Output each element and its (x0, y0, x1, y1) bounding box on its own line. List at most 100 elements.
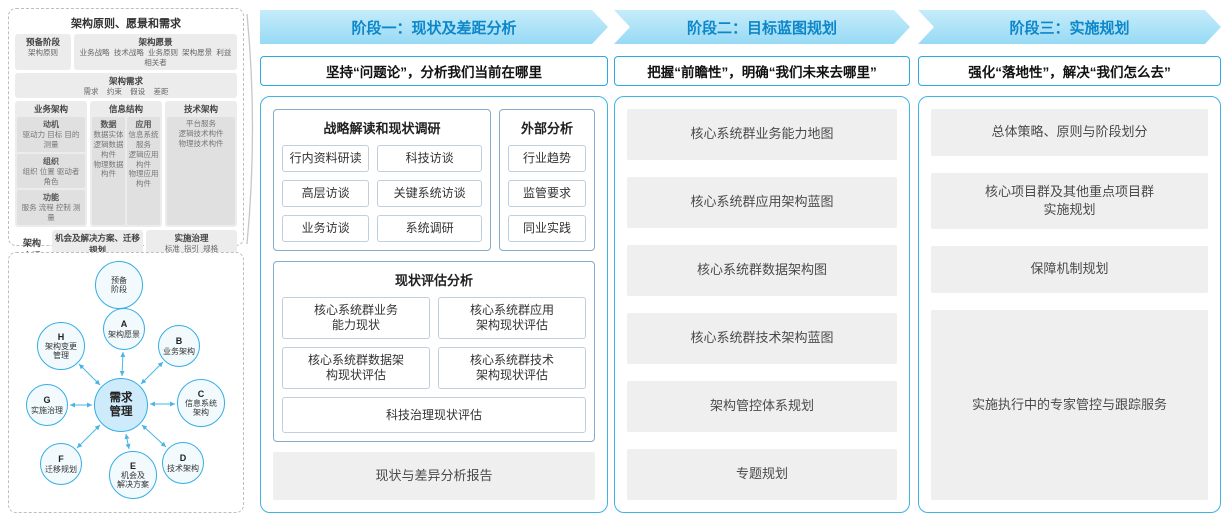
adm-node-a-label: 架构愿景 (108, 329, 140, 339)
adm-node-f: F 迁移规划 (40, 443, 82, 485)
phase-3-body: 总体策略、原则与阶段划分 核心项目群及其他重点项目群 实施规划 保障机制规划 实… (918, 96, 1221, 513)
architecture-vision-title: 架构愿景 (138, 37, 173, 47)
deliverable-box: 总体策略、原则与阶段划分 (931, 109, 1208, 156)
adm-node-f-label: 迁移规划 (45, 464, 77, 474)
assessment-box: 现状评估分析 核心系统群业务 能力现状 核心系统群应用 架构现状评估 核心系统群… (273, 261, 595, 442)
adm-node-e-label: 机会及 解决方案 (117, 470, 149, 490)
phase-2-header: 阶段二：目标蓝图规划 (614, 10, 910, 44)
assessment-grid: 核心系统群业务 能力现状 核心系统群应用 架构现状评估 核心系统群数据架 构现状… (282, 297, 586, 389)
deliverable-box: 保障机制规划 (931, 246, 1208, 293)
data-text: 数据实体 逻辑数据构件 物理数据构件 (93, 130, 124, 179)
architecture-domains-row: 业务架构 动机 驱动力 目标 目的 测量 组织 组织 位置 驱动者 角色 功能 … (15, 101, 237, 227)
adm-node-f-letter: F (58, 454, 64, 465)
adm-node-b-letter: B (175, 336, 183, 347)
deliverable-box: 核心项目群及其他重点项目群 实施规划 (931, 173, 1208, 229)
application-box: 应用 信息系统服务 逻辑应用构件 物理应用构件 (127, 117, 160, 225)
technical-components-box: 平台服务 逻辑技术构件 物理技术构件 (167, 117, 235, 225)
adm-node-b-label: 业务架构 (163, 346, 195, 356)
gap-analysis-report-box: 现状与差异分析报告 (273, 452, 595, 500)
application-title: 应用 (135, 120, 152, 130)
activity-item: 核心系统群应用 架构现状评估 (438, 297, 586, 339)
architecture-requirements-title: 架构需求 (108, 75, 143, 86)
activity-item: 系统调研 (377, 215, 482, 242)
panel-bracket (246, 13, 254, 245)
phase-1-header: 阶段一：现状及差距分析 (260, 10, 608, 44)
activity-item: 关键系统访谈 (377, 180, 482, 207)
adm-node-h-letter: H (57, 331, 65, 342)
deliverable-box: 核心系统群应用架构蓝图 (627, 177, 897, 228)
phase-2-subtitle: 把握“前瞻性”，明确“我们未来去哪里” (614, 56, 910, 86)
organization-box: 组织 组织 位置 驱动者 角色 (17, 153, 85, 189)
adm-node-e: E 机会及 解决方案 (109, 451, 157, 499)
deliverable-box: 架构管控体系规划 (627, 381, 897, 432)
technical-architecture-column: 技术架构 平台服务 逻辑技术构件 物理技术构件 (165, 101, 237, 227)
adm-node-h-label: 架构变更 管理 (45, 341, 77, 361)
architecture-requirements-text: 需求 约束 假设 差距 (83, 86, 169, 96)
adm-node-b: B 业务架构 (158, 325, 200, 367)
framework-panel-title: 架构原则、愿景和需求 (71, 18, 181, 30)
activity-item: 业务访谈 (282, 215, 370, 242)
adm-node-g-label: 实施治理 (31, 405, 63, 415)
adm-node-g: G 实施治理 (26, 384, 68, 426)
data-application-row: 数据 数据实体 逻辑数据构件 物理数据构件 应用 信息系统服务 逻辑应用构件 物… (92, 117, 160, 225)
phase-1-top-row: 战略解读和现状调研 行内资料研读 科技访谈 高层访谈 关键系统访谈 业务访谈 系… (273, 109, 595, 251)
implementation-governance-title: 实施治理 (174, 232, 209, 243)
adm-cycle-diagram: 预备 阶段 A 架构愿景 B 业务架构 C 信息系统 架构 D 技术架构 E 机… (8, 252, 244, 513)
strategy-research-title: 战略解读和现状调研 (323, 121, 441, 136)
information-structure-column: 信息结构 数据 数据实体 逻辑数据构件 物理数据构件 应用 信息系统服务 逻辑应… (90, 101, 162, 227)
organization-title: 组织 (43, 156, 59, 166)
adm-node-prep-label: 预备 阶段 (111, 275, 127, 294)
adm-node-c-label: 信息系统 架构 (185, 398, 217, 418)
prep-vision-row: 预备阶段 架构原则 架构愿景 业务战略 技术战略 业务原则 架构愿景 利益相关者 (15, 34, 237, 70)
phase-2-body: 核心系统群业务能力地图 核心系统群应用架构蓝图 核心系统群数据架构图 核心系统群… (614, 96, 910, 513)
business-architecture-column: 业务架构 动机 驱动力 目标 目的 测量 组织 组织 位置 驱动者 角色 功能 … (15, 101, 87, 227)
adm-node-a-letter: A (120, 319, 128, 330)
architecture-requirements-box: 架构需求 需求 约束 假设 差距 (15, 72, 237, 99)
activity-item: 行内资料研读 (282, 145, 370, 172)
function-title: 功能 (43, 193, 59, 203)
application-text: 信息系统服务 逻辑应用构件 物理应用构件 (128, 130, 159, 188)
adm-node-d: D 技术架构 (162, 442, 204, 484)
motivation-text: 驱动力 目标 目的 测量 (22, 130, 80, 149)
organization-text: 组织 位置 驱动者 角色 (22, 166, 80, 186)
deliverable-box: 核心系统群数据架构图 (627, 245, 897, 296)
assessment-title: 现状评估分析 (394, 273, 473, 288)
implementation-governance-text: 标准 指引 规格 (164, 243, 219, 253)
adm-node-a: A 架构愿景 (103, 308, 145, 350)
adm-node-d-letter: D (179, 453, 187, 464)
phase-1-body: 战略解读和现状调研 行内资料研读 科技访谈 高层访谈 关键系统访谈 业务访谈 系… (260, 96, 608, 513)
phase-1-column: 阶段一：现状及差距分析 坚持“问题论”，分析我们当前在哪里 战略解读和现状调研 … (260, 10, 608, 513)
adm-node-c-letter: C (197, 388, 205, 399)
deliverable-box: 核心系统群业务能力地图 (627, 109, 897, 160)
adm-node-g-letter: G (43, 395, 51, 406)
phase-2-column: 阶段二：目标蓝图规划 把握“前瞻性”，明确“我们未来去哪里” 核心系统群业务能力… (614, 10, 910, 513)
phase-1-subtitle: 坚持“问题论”，分析我们当前在哪里 (260, 56, 608, 86)
activity-item: 科技访谈 (377, 145, 482, 172)
activity-item: 核心系统群数据架 构现状评估 (282, 347, 430, 389)
adm-node-h: H 架构变更 管理 (37, 322, 85, 370)
phase-3-header: 阶段三：实施规划 (918, 10, 1221, 44)
opportunities-migration-title: 机会及解决方案、迁移规划 (55, 232, 141, 255)
data-title: 数据 (100, 120, 117, 130)
prep-phase-box: 预备阶段 架构原则 (15, 34, 71, 70)
information-structure-title: 信息结构 (108, 104, 143, 115)
external-analysis-box: 外部分析 行业趋势 监管要求 同业实践 (499, 109, 595, 251)
business-architecture-title: 业务架构 (33, 104, 68, 115)
motivation-box: 动机 驱动力 目标 目的 测量 (17, 117, 85, 152)
activity-item: 行业趋势 (508, 145, 586, 172)
prep-phase-title: 预备阶段 (25, 37, 60, 47)
activity-item: 核心系统群技术 架构现状评估 (438, 347, 586, 389)
activity-item: 高层访谈 (282, 180, 370, 207)
phase-3-column: 阶段三：实施规划 强化“落地性”，解决“我们怎么去” 总体策略、原则与阶段划分 … (918, 10, 1221, 513)
architecture-vision-text: 业务战略 技术战略 业务原则 架构愿景 利益相关者 (79, 48, 232, 67)
external-analysis-stack: 行业趋势 监管要求 同业实践 (508, 145, 586, 242)
technical-architecture-title: 技术架构 (183, 104, 218, 115)
motivation-title: 动机 (43, 120, 59, 130)
adm-node-prep: 预备 阶段 (95, 261, 143, 309)
data-box: 数据 数据实体 逻辑数据构件 物理数据构件 (92, 117, 125, 225)
activity-item: 科技治理现状评估 (282, 397, 586, 433)
adm-center-requirements-management: 需求 管理 (94, 378, 148, 432)
activity-item: 核心系统群业务 能力现状 (282, 297, 430, 339)
function-box: 功能 服务 流程 控制 测量 (17, 190, 85, 225)
